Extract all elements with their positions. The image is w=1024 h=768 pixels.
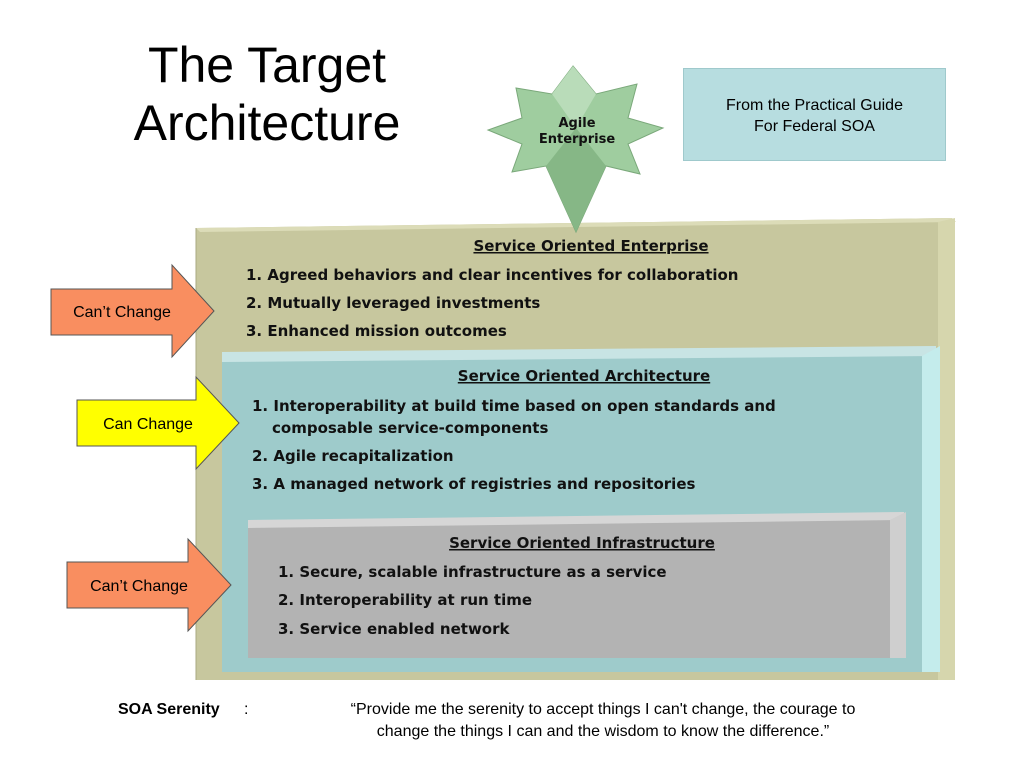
arrow-top-label: Can’t Change <box>73 304 171 321</box>
arrow-bottom: Can’t Change <box>66 537 232 633</box>
infrastructure-item-3: 3. Service enabled network <box>278 620 511 638</box>
enterprise-item-3: 3. Enhanced mission outcomes <box>246 322 507 340</box>
architecture-heading: Service Oriented Architecture <box>458 367 710 385</box>
enterprise-side <box>938 218 955 680</box>
arrow-top: Can’t Change <box>50 263 215 359</box>
enterprise-item-1: 1. Agreed behaviors and clear incentives… <box>246 266 739 284</box>
source-note-line-1: From the Practical Guide <box>726 97 903 114</box>
infrastructure-item-2: 2. Interoperability at run time <box>278 591 532 609</box>
star-label-line-1: Agile <box>558 116 595 131</box>
architecture-item-2: 2. Agile recapitalization <box>252 447 454 465</box>
source-note: From the Practical Guide For Federal SOA <box>683 68 946 161</box>
quote-line-2: change the things I can and the wisdom t… <box>376 723 830 740</box>
arrow-middle: Can Change <box>76 375 240 471</box>
source-note-line-2: For Federal SOA <box>754 118 875 135</box>
page-title: The Target Architecture <box>92 36 442 152</box>
infrastructure-layer <box>248 512 906 658</box>
enterprise-item-2: 2. Mutually leveraged investments <box>246 294 540 312</box>
enterprise-heading: Service Oriented Enterprise <box>473 237 708 255</box>
infrastructure-front <box>248 515 904 658</box>
agile-enterprise-star: Agile Enterprise <box>486 65 665 234</box>
quote-line-1: “Provide me the serenity to accept thing… <box>350 701 856 718</box>
star-label-line-2: Enterprise <box>539 132 615 147</box>
footer-term: SOA Serenity <box>118 701 220 718</box>
architecture-item-1-cont: composable service-components <box>272 419 548 437</box>
architecture-item-3: 3. A managed network of registries and r… <box>252 475 695 493</box>
serenity-quote: “Provide me the serenity to accept thing… <box>278 699 928 743</box>
title-line-2: Architecture <box>133 95 401 151</box>
infrastructure-heading: Service Oriented Infrastructure <box>449 534 715 552</box>
architecture-side <box>922 346 940 672</box>
infrastructure-item-1: 1. Secure, scalable infrastructure as a … <box>278 563 667 581</box>
arrow-bottom-label: Can’t Change <box>90 578 188 595</box>
infrastructure-side <box>890 512 906 658</box>
title-line-1: The Target <box>147 37 387 93</box>
footer-colon: : <box>244 701 249 718</box>
arrow-middle-label: Can Change <box>103 416 193 433</box>
architecture-item-1: 1. Interoperability at build time based … <box>252 397 776 415</box>
